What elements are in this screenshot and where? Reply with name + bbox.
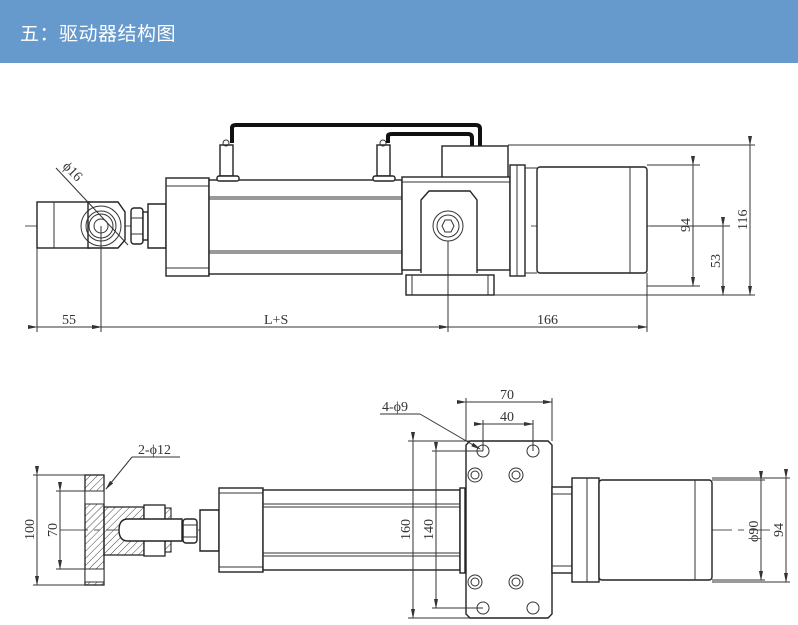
front-end-cap [218,487,264,573]
flange-height-label: 160 [399,519,414,540]
motor-length-label: 166 [537,313,558,328]
bolt-head [467,467,483,483]
rod-end-hole-label: ϕ16 [59,159,85,185]
clevis-outer-label: 100 [23,519,38,540]
axis-height-label: 53 [709,254,724,268]
clevis-spacing-label: 70 [46,523,61,537]
side-view: ϕ16 55 L+S 166 94 53 116 [25,123,755,332]
servo-motor [509,164,648,277]
section-title: 五：驱动器结构图 [20,23,177,45]
front-end-cap [165,177,210,277]
bolt-head [508,574,524,590]
rod-nut [182,509,220,552]
flange-hole [526,601,540,615]
rod-end-eye [36,201,126,249]
motor-diameter-label: ϕ90 [747,521,762,542]
hole-spacing-x-label: 40 [500,410,514,425]
position-sensor [216,139,240,182]
sensor-cable [386,132,474,146]
clevis-bracket [84,474,183,586]
bolt-head [508,467,524,483]
coupling-housing [551,486,573,574]
cylinder-barrel [262,487,466,574]
top-view: 2-ϕ12 100 70 4-ϕ9 70 40 160 140 [23,388,790,619]
lock-nut [130,203,167,249]
servo-motor [571,477,713,583]
stroke-length-label: L+S [264,313,288,328]
bolt-head [467,574,483,590]
hole-spacing-y-label: 140 [422,519,437,540]
motor-height-label: 94 [679,218,694,232]
clevis-holes-label: 2-ϕ12 [138,443,171,458]
sensor-cable [230,123,482,146]
rod-end-offset-label: 55 [62,313,76,328]
total-height-label: 116 [736,210,751,230]
flange-holes-label: 4-ϕ9 [382,400,408,415]
cylinder-barrel [208,179,403,275]
section-header: 五：驱动器结构图 [0,0,798,63]
hole-leader-line [55,167,129,246]
gear-housing [401,145,511,296]
mounting-flange [465,440,553,619]
motor-square-label: 94 [772,523,787,537]
position-sensor [372,139,396,182]
flange-width-label: 70 [500,388,514,403]
